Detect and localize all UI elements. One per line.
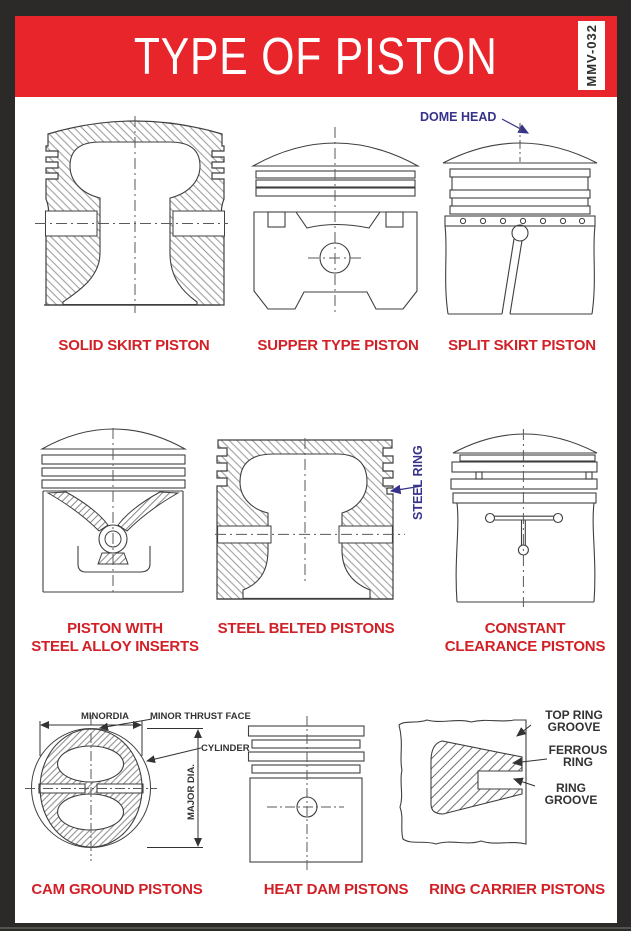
minor-thrust-face-annotation: MINOR THRUST FACE	[150, 711, 251, 722]
label-constant-line1: CONSTANT	[484, 620, 566, 637]
major-dia-annotation: MAJOR DIA.	[186, 764, 197, 820]
label-ring-carrier: RING CARRIER PISTONS	[429, 881, 605, 898]
label-split-skirt: SPLIT SKIRT PISTON	[448, 337, 596, 354]
title-banner: TYPE OF PISTON MMV-032	[15, 16, 617, 97]
steel-alloy-inserts-piston-drawing	[39, 428, 188, 596]
label-cam-ground: CAM GROUND PISTONS	[31, 881, 203, 898]
label-steel-belted: STEEL BELTED PISTONS	[217, 620, 395, 637]
solid-skirt-piston-drawing	[35, 116, 228, 313]
cylinder-annotation: CYLINDER	[201, 743, 250, 754]
heat-dam-piston-drawing	[247, 716, 365, 870]
label-constant-line2: CLEARANCE PISTONS	[444, 638, 606, 655]
supper-type-piston-drawing	[250, 127, 421, 315]
frame-bottom-line	[0, 927, 631, 929]
steel-ring-annotation: STEEL RING	[411, 445, 425, 520]
page-title: TYPE OF PISTON	[134, 27, 498, 86]
label-solid-skirt: SOLID SKIRT PISTON	[58, 337, 210, 354]
ring-carrier-piston-drawing	[398, 719, 548, 845]
constant-clearance-piston-drawing	[450, 429, 598, 607]
label-supper-type: SUPPER TYPE PISTON	[257, 337, 419, 354]
cam-ground-piston-drawing	[25, 715, 203, 861]
poster: TYPE OF PISTON MMV-032	[15, 16, 617, 923]
label-steel-alloy-line1: PISTON WITH	[67, 620, 163, 637]
steel-belted-piston-drawing	[215, 438, 423, 600]
code-badge: MMV-032	[578, 21, 605, 90]
label-steel-alloy-line2: STEEL ALLOY INSERTS	[31, 638, 199, 655]
dome-head-annotation: DOME HEAD	[420, 110, 497, 124]
top-ring-groove-annotation: TOP RING GROOVE	[545, 708, 603, 734]
code-badge-text: MMV-032	[584, 24, 599, 87]
minordia-annotation: MINORDIA	[80, 711, 130, 722]
ferrous-ring-annotation: FERROUS RING	[548, 743, 608, 769]
split-skirt-piston-drawing	[442, 118, 598, 315]
ring-groove-annotation: RING GROOVE	[544, 781, 598, 807]
label-heat-dam: HEAT DAM PISTONS	[263, 881, 409, 898]
